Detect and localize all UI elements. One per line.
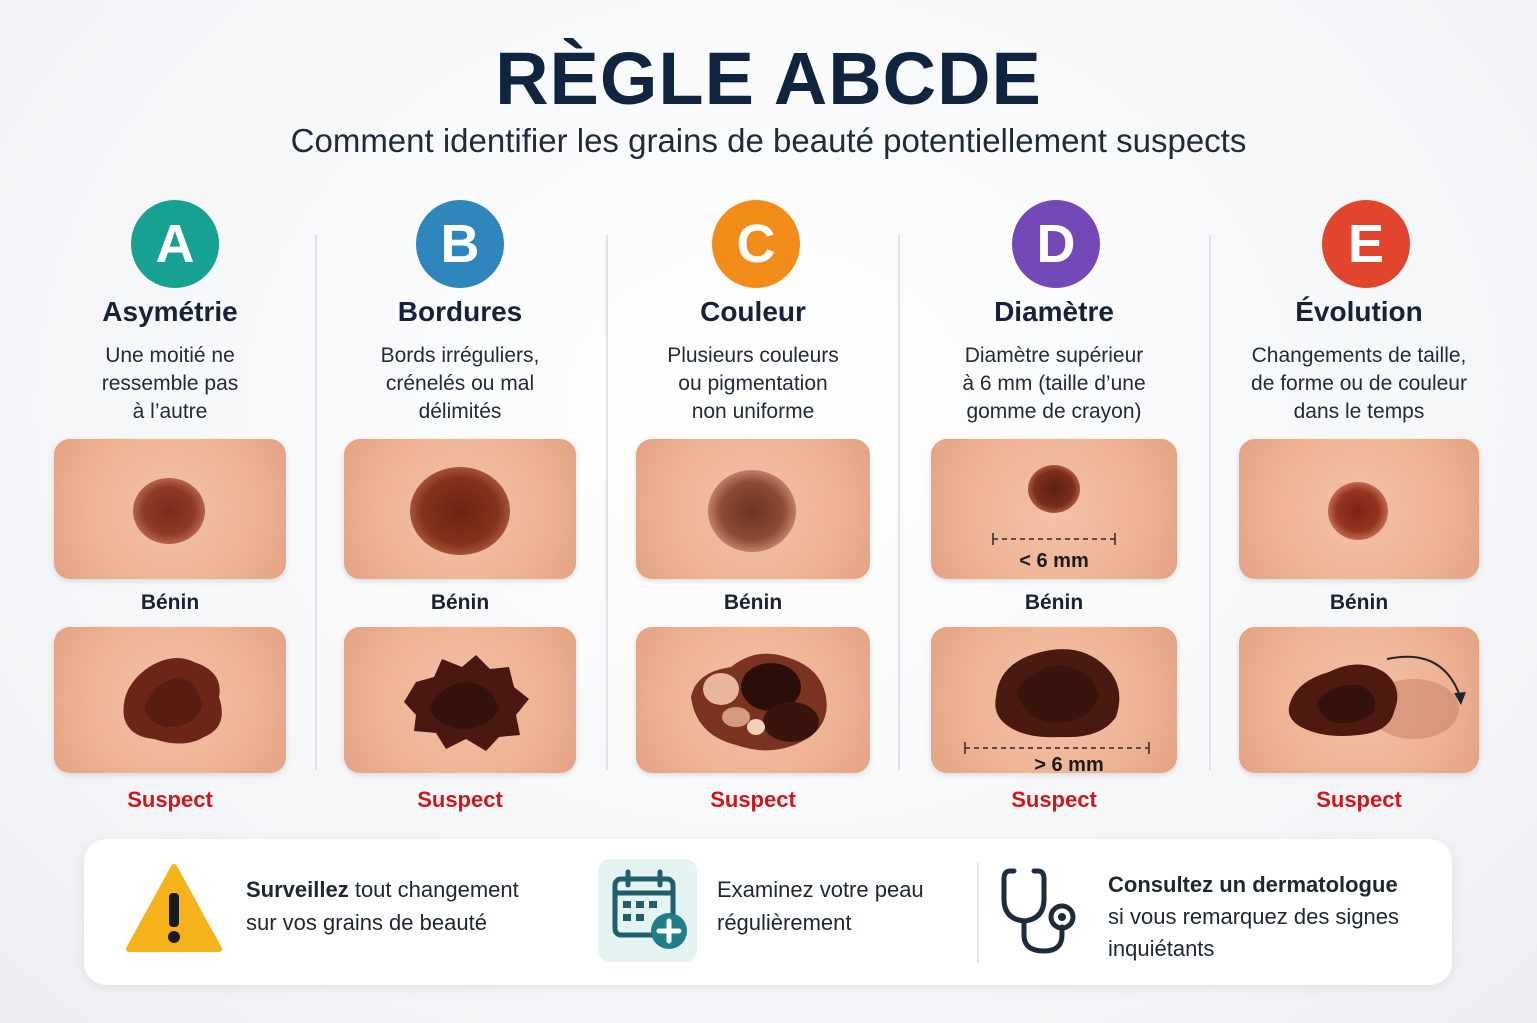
criterion-description: Bords irréguliers, crénelés ou mal délim… [380, 344, 540, 423]
criterion-d: D Diamètre Diamètre supérieur à 6 mm (ta… [931, 200, 1177, 830]
growth-arrow-icon [1386, 655, 1462, 700]
criterion-e: E Évolution Changements de taille, de fo… [1239, 200, 1479, 830]
criterion-description: Une moitié ne ressemble pas à l’autre [101, 344, 239, 423]
letter-badge-d: D [1012, 200, 1100, 288]
suspect-label: Suspect [1011, 787, 1097, 812]
benign-label: Bénin [140, 591, 200, 614]
suspect-label: Suspect [710, 787, 796, 812]
calendar-plus-icon [598, 859, 697, 962]
benign-label: Bénin [1024, 591, 1084, 614]
column-divider [898, 235, 900, 770]
benign-label: Bénin [723, 591, 783, 614]
benign-label: Bénin [430, 591, 490, 614]
column-divider [1209, 235, 1211, 770]
stethoscope-icon [1001, 868, 1076, 954]
criterion-title: Asymétrie [102, 296, 238, 327]
suspect-mole-photo [54, 627, 286, 773]
suspect-mole-photo [344, 627, 576, 773]
criterion-a: A Asymétrie Une moitié ne ressemble pas … [54, 200, 286, 830]
benign-mole-photo: < 6 mm [931, 439, 1177, 579]
monitor-advice: Surveillez tout changement sur vos grain… [246, 877, 519, 935]
large-measure-label: > 6 mm [1034, 754, 1103, 773]
suspect-label: Suspect [127, 787, 213, 812]
criterion-description: Plusieurs couleurs ou pigmentation non u… [667, 344, 839, 423]
benign-mole-photo [344, 439, 576, 579]
criterion-description: Diamètre supérieur à 6 mm (taille d’une … [962, 344, 1146, 423]
letter-badge-b: B [416, 200, 504, 288]
letter-badge-e: E [1322, 200, 1410, 288]
suspect-label: Suspect [1316, 787, 1402, 812]
criterion-title: Bordures [397, 296, 523, 327]
letter-badge-a: A [131, 200, 219, 288]
advice-footer: Surveillez tout changement sur vos grain… [84, 839, 1452, 985]
criterion-title: Couleur [700, 296, 806, 327]
warning-icon [126, 864, 222, 952]
benign-mole-photo [54, 439, 286, 579]
suspect-label: Suspect [417, 787, 503, 812]
column-divider [315, 235, 317, 770]
footer-divider [977, 863, 979, 963]
examine-advice: Examinez votre peau régulièrement [717, 877, 924, 935]
column-divider [606, 235, 608, 770]
suspect-mole-photo [1239, 627, 1479, 773]
page-title: RÈGLE ABCDE [495, 37, 1042, 120]
criterion-title: Évolution [1295, 296, 1423, 327]
benign-label: Bénin [1329, 591, 1389, 614]
criterion-b: B Bordures Bords irréguliers, crénelés o… [344, 200, 576, 830]
small-measure-label: < 6 mm [1019, 550, 1088, 572]
suspect-mole-photo [636, 627, 870, 773]
benign-mole-photo [1239, 439, 1479, 579]
criterion-title: Diamètre [994, 296, 1114, 327]
criterion-c: C Couleur Plusieurs couleurs ou pigmenta… [636, 200, 870, 830]
letter-badge-c: C [712, 200, 800, 288]
criterion-description: Changements de taille, de forme ou de co… [1251, 344, 1467, 423]
benign-mole-photo [636, 439, 870, 579]
consult-advice: Consultez un dermatologue si vous remarq… [1108, 872, 1400, 961]
criteria-columns: A Asymétrie Une moitié ne ressemble pas … [0, 200, 1537, 830]
suspect-mole-photo: > 6 mm [931, 627, 1177, 773]
page-subtitle: Comment identifier les grains de beauté … [290, 122, 1247, 159]
